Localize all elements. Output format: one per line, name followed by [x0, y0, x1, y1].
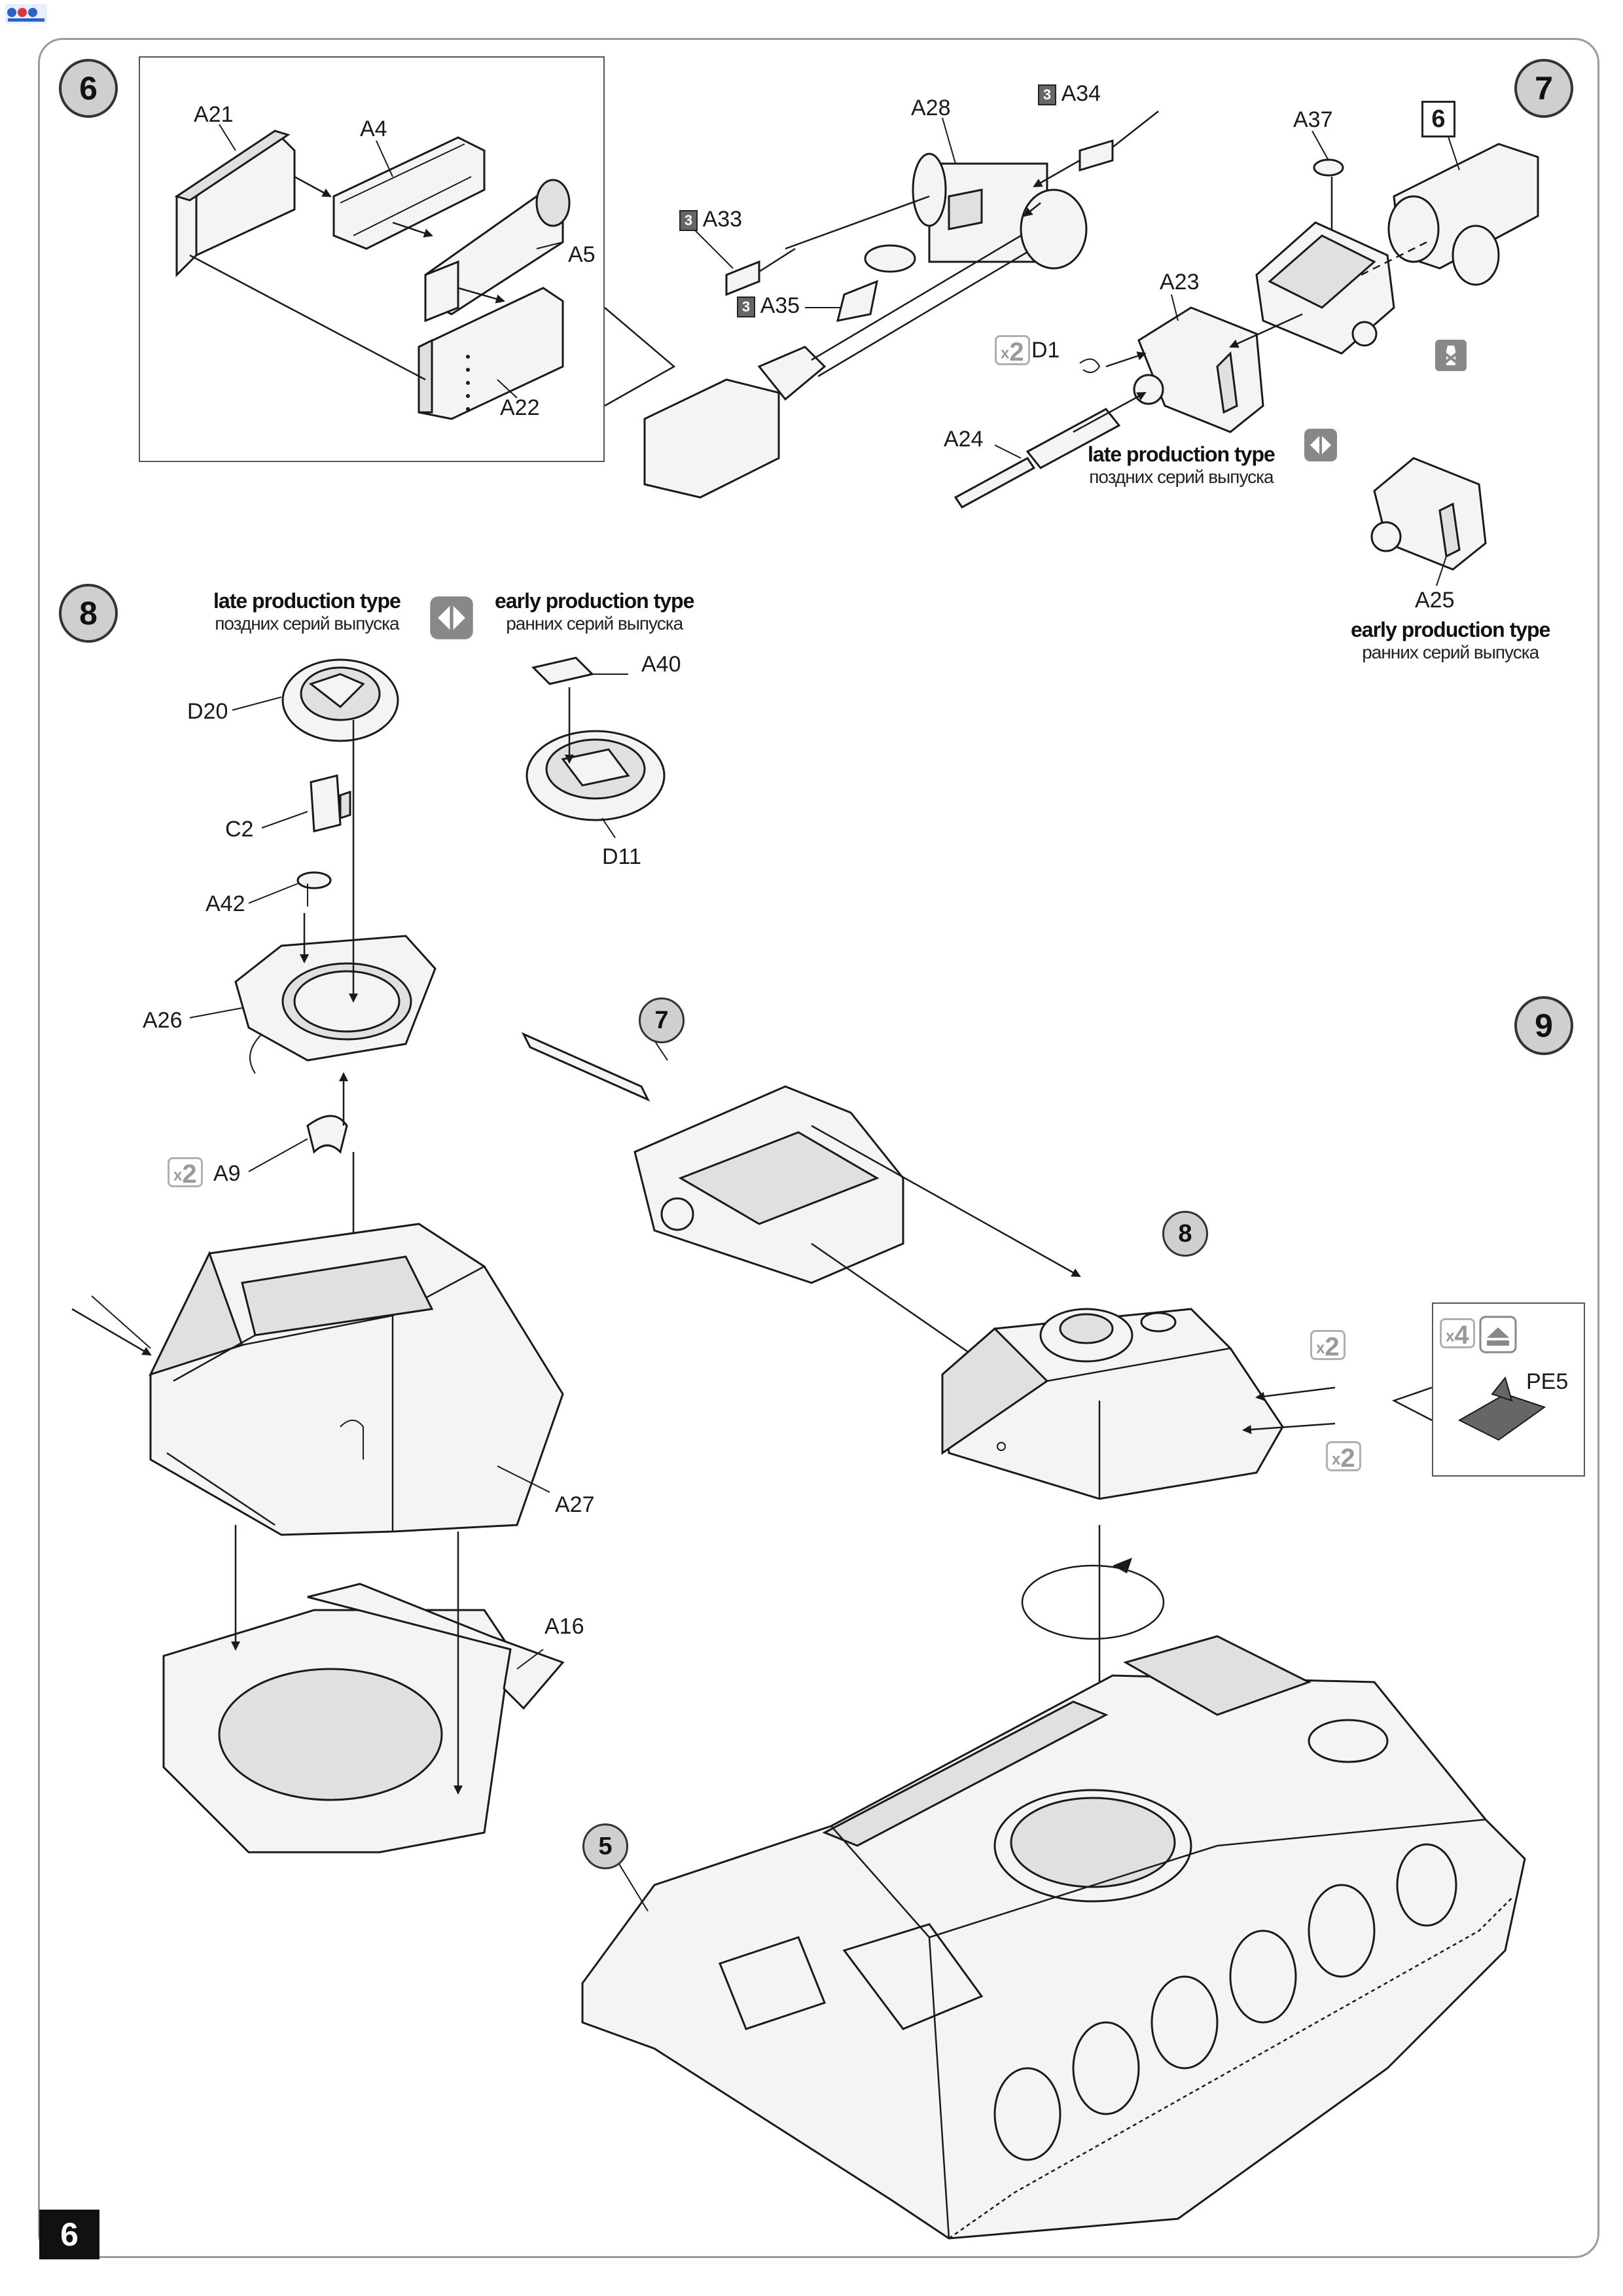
step8-parts — [71, 656, 666, 1854]
label-a34: A34 — [1061, 81, 1101, 106]
label-a33: A33 — [702, 207, 743, 232]
label-a33-wrap: 3 A33 — [679, 207, 743, 232]
qty-value: 2 — [1325, 1333, 1340, 1361]
qty-prefix: x — [1332, 1450, 1341, 1469]
label-a42: A42 — [205, 891, 245, 916]
pe5-inset-frame — [1432, 1302, 1585, 1477]
variant-late-step7: late production type поздних серий выпус… — [1088, 442, 1275, 488]
label-a21: A21 — [194, 102, 234, 127]
label-a27: A27 — [555, 1492, 595, 1517]
qty-badge-a9: x2 — [168, 1157, 203, 1189]
label-a25: A25 — [1415, 588, 1455, 613]
qty-prefix: x — [173, 1166, 183, 1185]
qty-value: 2 — [1340, 1444, 1355, 1473]
photoetch-marker: 3 — [1038, 84, 1056, 106]
label-a24: A24 — [944, 427, 984, 452]
photoetch-marker: 3 — [679, 210, 698, 232]
variant-early-ru: ранних серий выпуска — [506, 613, 683, 634]
qty-badge-upper: x2 — [1310, 1330, 1346, 1361]
variant-late-step8: late production type поздних серий выпус… — [213, 589, 401, 634]
no-glue-icon — [1435, 339, 1467, 372]
variant-early-en: early production type — [495, 589, 694, 613]
variant-late-en: late production type — [1088, 442, 1275, 466]
page-frame — [38, 38, 1599, 2258]
qty-prefix: x — [1446, 1327, 1455, 1346]
variant-early-en: early production type — [1351, 618, 1550, 641]
qty-badge-d1: x2 — [995, 335, 1030, 367]
step6-inset-frame — [139, 56, 605, 462]
photoetch-marker: 3 — [737, 296, 755, 318]
variant-switch-icon — [429, 596, 474, 640]
ref-step-7-number: 7 — [639, 997, 685, 1043]
ref-step-6-box: 6 — [1421, 101, 1455, 137]
label-pe5: PE5 — [1526, 1369, 1569, 1394]
pe5-part — [1391, 1376, 1546, 1441]
label-d20: D20 — [187, 699, 228, 724]
label-a16: A16 — [544, 1614, 584, 1639]
label-d1: D1 — [1031, 338, 1060, 363]
label-a40: A40 — [641, 652, 681, 677]
qty-value: 2 — [182, 1160, 197, 1189]
label-c2: C2 — [225, 817, 254, 842]
qty-badge-pe5: x4 — [1440, 1318, 1475, 1350]
variant-early-step8: early production type ранних серий выпус… — [495, 589, 694, 634]
variant-early-a25: early production type ранних серий выпус… — [1351, 618, 1550, 663]
step6-parts — [174, 124, 676, 420]
label-a4: A4 — [360, 117, 387, 141]
variant-early-ru: ранних серий выпуска — [1362, 642, 1539, 662]
step7-mantlet — [954, 130, 1539, 509]
label-a35-wrap: 3 A35 — [737, 293, 800, 318]
variant-switch-icon — [1304, 428, 1338, 462]
qty-value: 4 — [1454, 1321, 1469, 1350]
a25-part — [1370, 457, 1487, 586]
label-d11: D11 — [602, 844, 641, 869]
ref-step-8-number: 8 — [1162, 1211, 1208, 1257]
qty-prefix: x — [1316, 1339, 1325, 1357]
variant-late-en: late production type — [213, 589, 401, 613]
label-a35: A35 — [760, 293, 800, 318]
label-a26: A26 — [143, 1008, 183, 1033]
step7-parts — [643, 111, 1159, 499]
step-7-number: 7 — [1514, 59, 1573, 118]
qty-prefix: x — [1001, 344, 1010, 363]
page-number: 6 — [39, 2210, 99, 2259]
step-6-number: 6 — [59, 59, 118, 118]
variant-late-ru: поздних серий выпуска — [215, 613, 399, 634]
step-9-number: 9 — [1514, 996, 1573, 1055]
variant-late-ru: поздних серий выпуска — [1089, 467, 1274, 487]
bend-up-icon — [1479, 1316, 1517, 1354]
label-a9: A9 — [213, 1161, 241, 1186]
watermark-logo — [5, 4, 47, 24]
ref-step-5-number: 5 — [582, 1823, 628, 1869]
qty-value: 2 — [1009, 338, 1024, 367]
qty-badge-lower: x2 — [1326, 1441, 1361, 1473]
label-a5: A5 — [568, 242, 596, 267]
step-8-number: 8 — [59, 584, 118, 643]
label-a37: A37 — [1293, 107, 1333, 132]
label-a22: A22 — [500, 395, 540, 420]
label-a23: A23 — [1160, 270, 1200, 295]
label-a28: A28 — [911, 96, 951, 120]
label-a34-wrap: 3 A34 — [1038, 81, 1101, 106]
step9-parts — [521, 1031, 1526, 2240]
